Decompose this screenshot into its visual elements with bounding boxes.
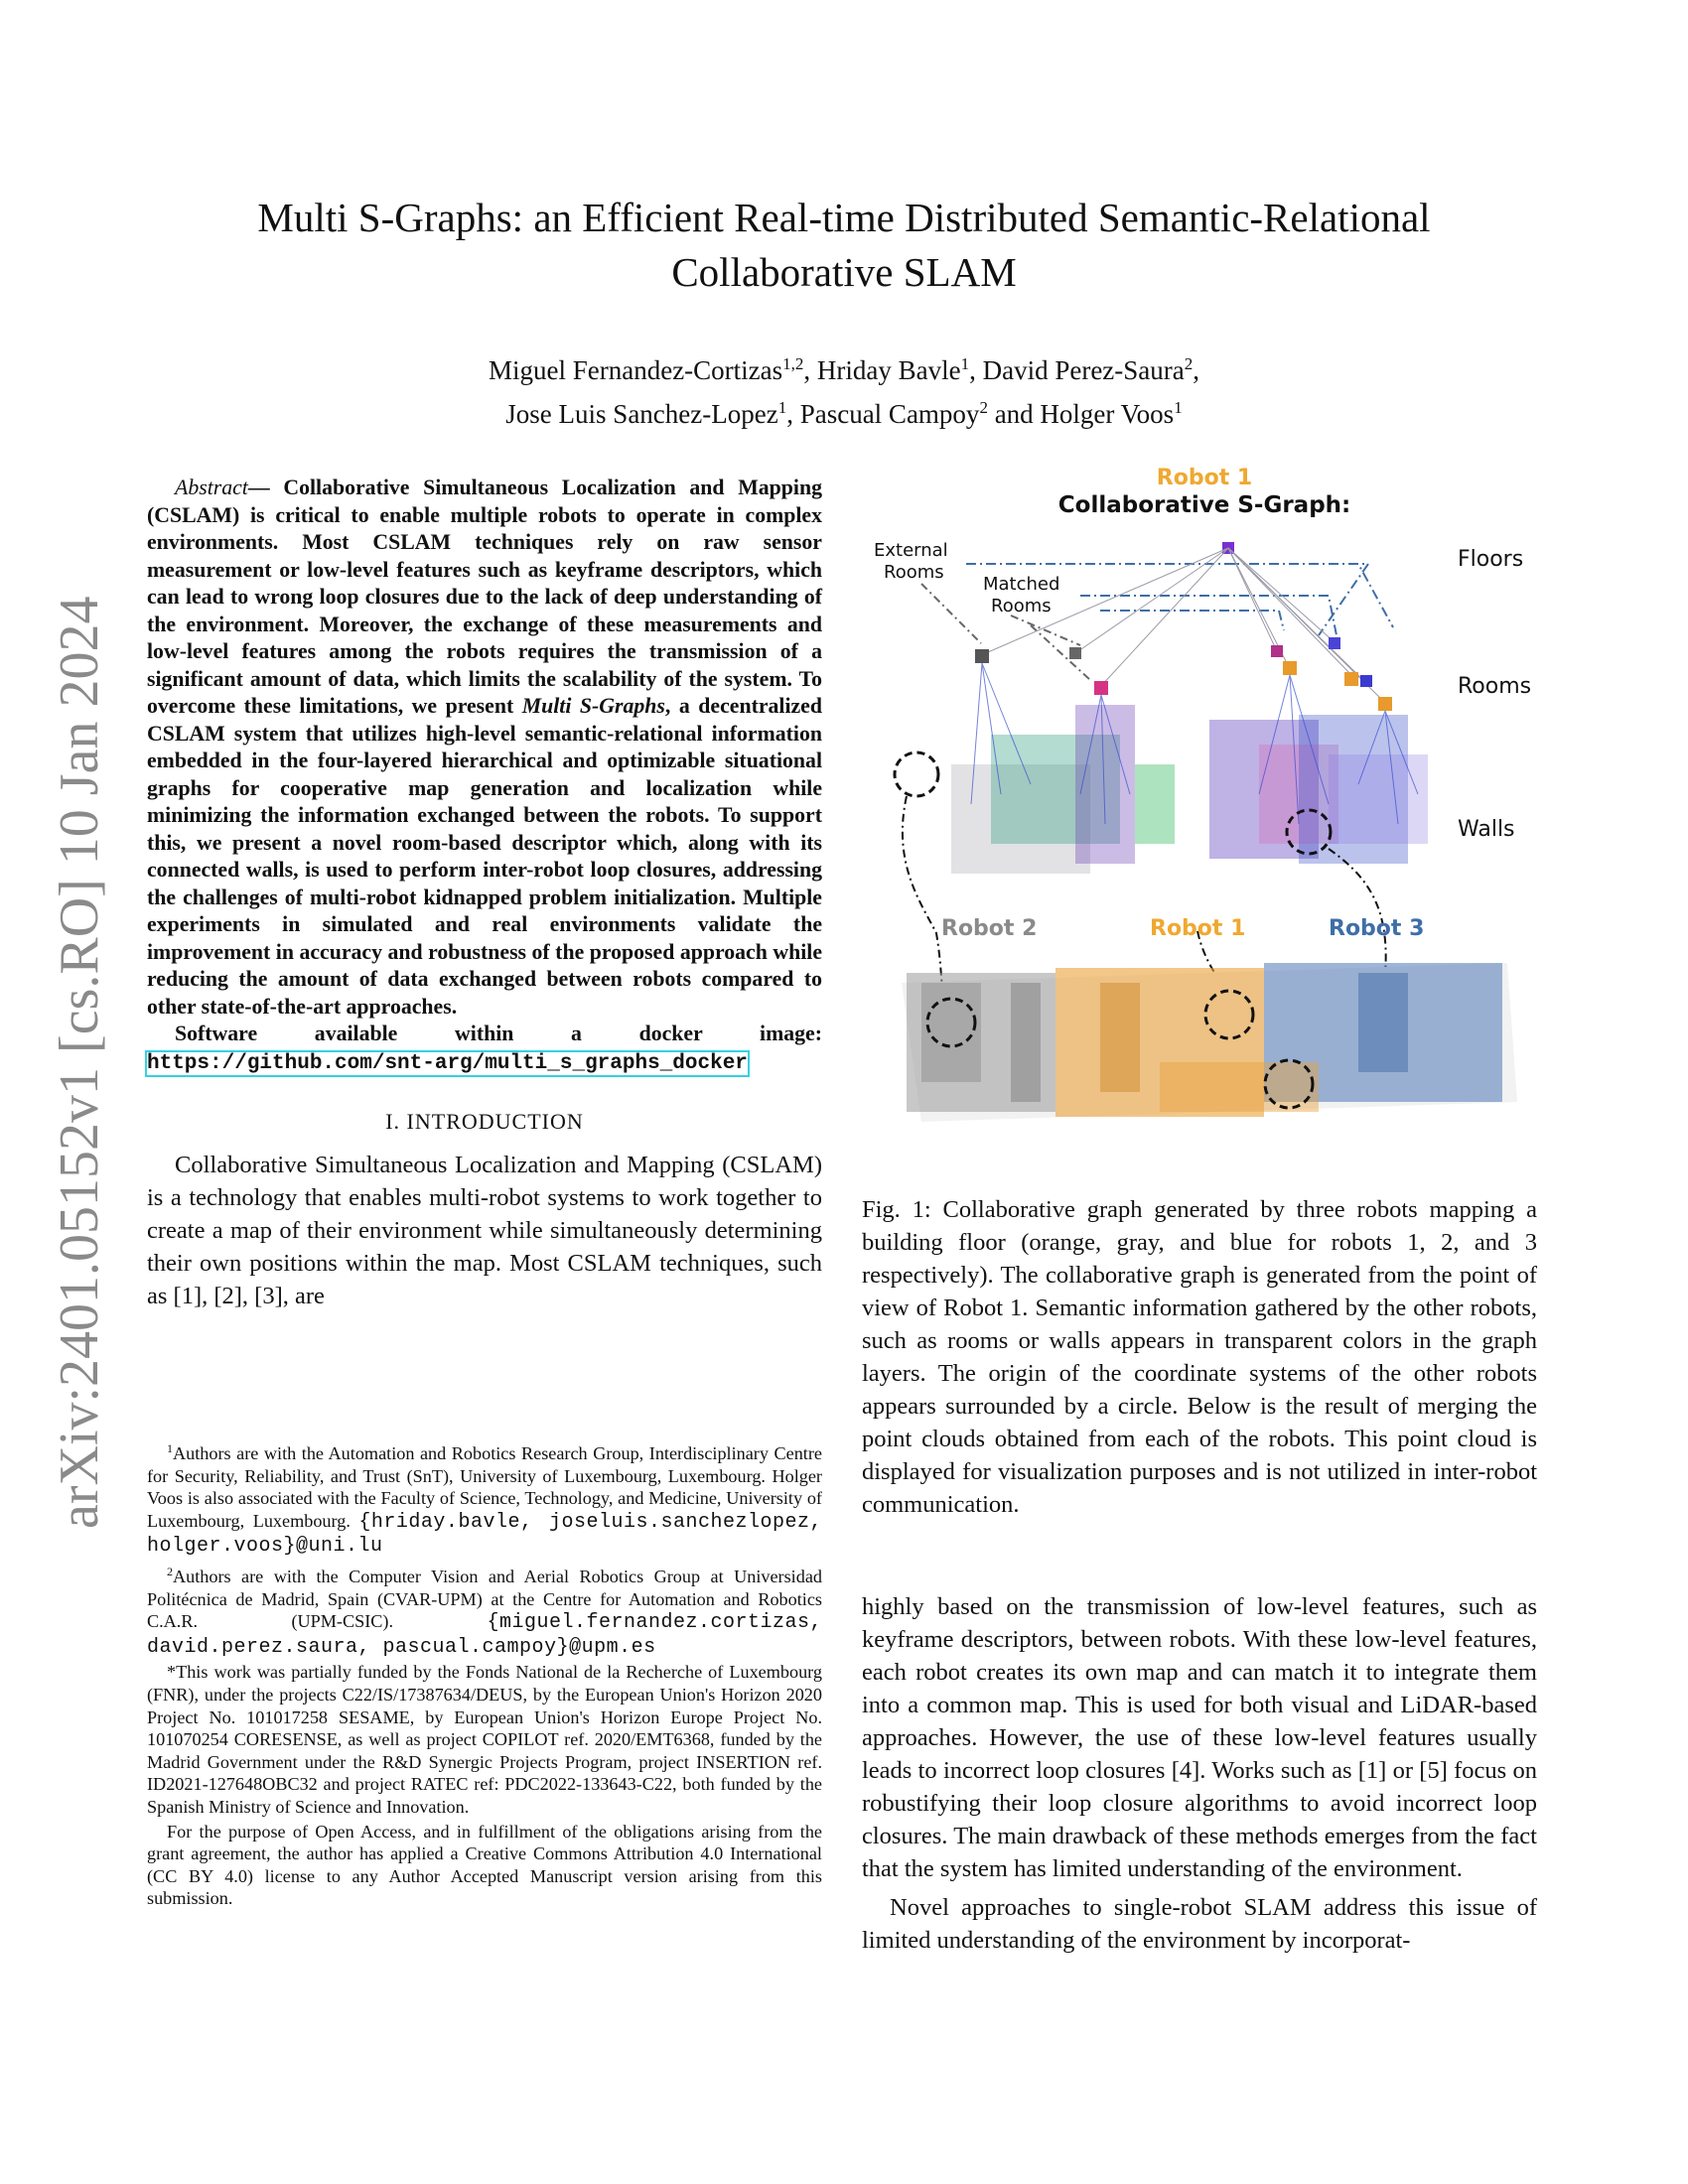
title-line-2: Collaborative SLAM	[671, 249, 1017, 295]
room-nodes	[975, 637, 1392, 711]
abstract-heading: Abstract	[175, 476, 248, 499]
footnote-mark: 2	[167, 1565, 173, 1579]
software-label: Software available within a docker image…	[175, 1022, 822, 1045]
arxiv-stamp-text: arXiv:2401.05152v1 [cs.RO] 10 Jan 2024	[49, 597, 110, 1529]
layer-label-floors: Floors	[1458, 547, 1523, 572]
right-column: Robot 1 Collaborative S-Graph: Floors Ro…	[862, 467, 1547, 1957]
author-name: and Holger Voos	[987, 399, 1175, 429]
affiliation-mark: 1	[777, 398, 787, 417]
robot2-label: Robot 2	[941, 916, 1037, 941]
external-rooms-label-2: Rooms	[884, 562, 944, 583]
footnote-1: 1Authors are with the Automation and Rob…	[147, 1437, 822, 1559]
figure-1: Robot 1 Collaborative S-Graph: Floors Ro…	[862, 467, 1547, 1181]
matched-rooms-label-2: Rooms	[991, 596, 1052, 616]
intro-paragraph: Collaborative Simultaneous Localization …	[147, 1152, 822, 1309]
footnotes: 1Authors are with the Automation and Rob…	[147, 1437, 822, 1912]
room-arrows	[920, 583, 1091, 681]
graph-edges	[980, 547, 1384, 702]
footnote-mark: 1	[167, 1441, 173, 1455]
right-paragraph-1: highly based on the transmission of low-…	[862, 1593, 1537, 1882]
author-line-2: Jose Luis Sanchez-Lopez1, Pascual Campoy…	[149, 389, 1539, 433]
author-name: , Hriday Bavle	[803, 355, 961, 385]
external-rooms-label-1: External	[874, 540, 948, 561]
affiliation-mark: 2	[1184, 354, 1194, 373]
figure-1-caption: Fig. 1: Collaborative graph generated by…	[862, 1196, 1537, 1518]
footnote-1-emails: {hriday.bavle, joseluis.sanchezlopez, ho…	[147, 1510, 822, 1559]
footnote-2-emails: {miguel.fernandez.cortizas, david.perez.…	[147, 1611, 822, 1659]
layer-label-walls: Walls	[1458, 817, 1515, 842]
paper-title: Multi S-Graphs: an Efficient Real-time D…	[149, 191, 1539, 300]
affiliation-mark: 1,2	[782, 354, 804, 373]
abstract-dash: —	[247, 476, 284, 499]
figure-robot1-heading: Robot 1	[1157, 467, 1252, 490]
affiliation-mark: 1	[960, 354, 970, 373]
affiliation-mark: 1	[1174, 398, 1183, 417]
software-note: Software available within a docker image…	[145, 1021, 822, 1077]
abstract-text-1: Collaborative Simultaneous Localization …	[147, 476, 822, 718]
open-access-note: For the purpose of Open Access, and in f…	[147, 1821, 822, 1909]
software-link[interactable]: https://github.com/snt-arg/multi_s_graph…	[145, 1049, 750, 1077]
affiliation-mark: 2	[979, 398, 988, 417]
author-line-1: Miguel Fernandez-Cortizas1,2, Hriday Bav…	[149, 345, 1539, 389]
figure-title: Collaborative S-Graph:	[1058, 492, 1350, 518]
title-line-1: Multi S-Graphs: an Efficient Real-time D…	[257, 195, 1431, 240]
footnote-2-text: Authors are with the Computer Vision and…	[147, 1567, 822, 1632]
funding-note: *This work was partially funded by the F…	[147, 1662, 822, 1818]
footnote-2: 2Authors are with the Computer Vision an…	[147, 1561, 822, 1659]
author-list: Miguel Fernandez-Cortizas1,2, Hriday Bav…	[149, 345, 1539, 433]
author-separator: ,	[1193, 355, 1200, 385]
abstract-text-2: , a decentralized CSLAM system that util…	[147, 694, 822, 1019]
robot3-label: Robot 3	[1329, 916, 1424, 941]
wall-layer	[951, 662, 1428, 874]
floor-connectors	[966, 563, 1394, 636]
system-name: Multi S-Graphs	[521, 694, 665, 718]
origin-circles-overlay	[925, 989, 1315, 1110]
arxiv-stamp: arXiv:2401.05152v1 [cs.RO] 10 Jan 2024	[49, 597, 110, 1529]
abstract: Abstract— Collaborative Simultaneous Loc…	[147, 475, 822, 1021]
author-name: , Pascual Campoy	[786, 399, 980, 429]
author-name: , David Perez-Saura	[969, 355, 1185, 385]
author-name: Miguel Fernandez-Cortizas	[488, 355, 783, 385]
footnote-1-text: Authors are with the Automation and Robo…	[147, 1443, 822, 1531]
section-heading-introduction: I. INTRODUCTION	[385, 1109, 584, 1134]
merged-point-cloud	[902, 963, 1517, 1122]
layer-label-rooms: Rooms	[1458, 674, 1531, 699]
collaborative-graph-figure: Robot 1 Collaborative S-Graph: Floors Ro…	[862, 467, 1547, 1181]
matched-rooms-label-1: Matched	[983, 574, 1059, 595]
right-paragraph-2: Novel approaches to single-robot SLAM ad…	[862, 1894, 1537, 1954]
author-name: Jose Luis Sanchez-Lopez	[505, 399, 778, 429]
left-column: Abstract— Collaborative Simultaneous Loc…	[145, 475, 822, 1312]
robot1-label: Robot 1	[1150, 916, 1245, 941]
